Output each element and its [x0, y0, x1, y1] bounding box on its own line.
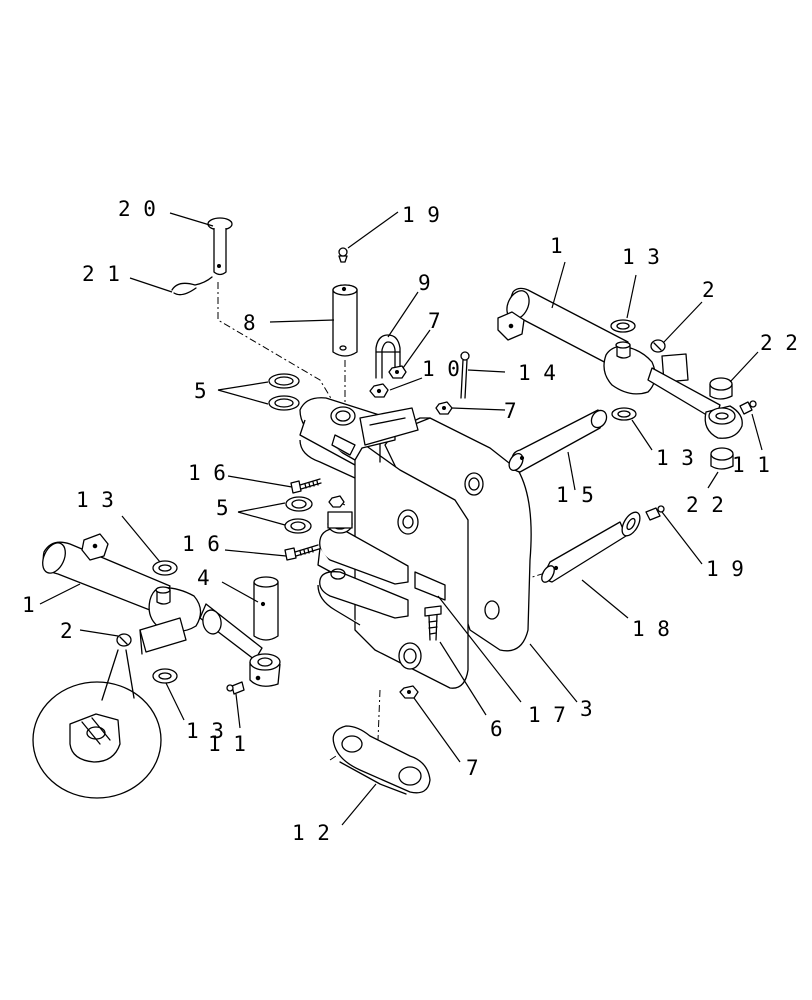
callout-13-left-top: 1 3 — [76, 488, 114, 512]
callout-22-right-bottom: 2 2 — [686, 493, 724, 517]
cotter-pin-part-14 — [460, 351, 470, 399]
callout-11-right: 1 1 — [732, 453, 770, 477]
washer-part-13-right-top — [610, 319, 636, 333]
washers-part-5-top — [268, 373, 300, 411]
callout-3: 3 — [580, 697, 593, 721]
main-frame-part-3 — [354, 417, 532, 689]
leader-lines — [39, 211, 763, 826]
nut-small-center — [328, 495, 345, 508]
pin-part-15 — [508, 409, 608, 473]
pin-part-18 — [541, 511, 641, 583]
bushing-part-22-right-bottom — [710, 447, 734, 470]
callout-8: 8 — [243, 311, 256, 335]
u-bolt-part-9 — [375, 334, 401, 379]
callout-22-right-top: 2 2 — [760, 331, 798, 355]
callout-7-top: 7 — [428, 309, 441, 333]
callout-13-right-bottom: 1 3 — [656, 446, 694, 470]
callout-18: 1 8 — [632, 617, 670, 641]
callout-12: 1 2 — [292, 821, 330, 845]
callout-19-top: 1 9 — [402, 203, 440, 227]
nut-part-7-mid — [435, 401, 453, 415]
pin-part-8 — [332, 284, 358, 357]
fitting-part-2-left — [116, 633, 132, 647]
lower-bracket-plates — [317, 511, 409, 626]
washers-part-5-mid — [284, 496, 313, 534]
callout-1-right: 1 — [550, 234, 563, 258]
fitting-part-11-right — [739, 400, 757, 415]
callout-16-bottom: 1 6 — [182, 532, 220, 556]
nut-part-7-top — [388, 365, 407, 379]
pin-part-20 — [207, 217, 233, 276]
callout-2-left: 2 — [60, 619, 73, 643]
detail-view-circle — [32, 649, 162, 799]
callout-15: 1 5 — [556, 483, 594, 507]
pin-part-4 — [253, 576, 279, 641]
callout-1-left: 1 — [22, 593, 35, 617]
callout-19-right: 1 9 — [706, 557, 744, 581]
bolt-part-16-bottom — [284, 544, 320, 561]
callout-4: 4 — [197, 566, 210, 590]
callout-9: 9 — [418, 271, 431, 295]
bolt-part-6 — [424, 605, 442, 641]
callout-6: 6 — [490, 717, 503, 741]
nut-part-7-bottom — [399, 685, 419, 699]
callout-labels: 2 0 1 9 2 1 8 9 7 1 1 3 2 2 2 5 1 0 1 4 … — [22, 197, 798, 845]
fitting-part-2-right — [650, 339, 666, 353]
callout-17: 1 7 — [528, 703, 566, 727]
callout-14: 1 4 — [518, 361, 556, 385]
callout-5-top: 5 — [194, 379, 207, 403]
cylinder-part-1-right — [497, 287, 743, 439]
upper-bracket-plates — [299, 397, 419, 479]
washer-part-13-left-bottom — [152, 668, 178, 684]
callout-7-mid: 7 — [504, 399, 517, 423]
bolt-part-16-top — [290, 478, 322, 494]
washer-part-13-right-bottom — [611, 407, 637, 421]
grease-fitting-part-19-right — [645, 505, 665, 521]
washer-part-13-left-top — [152, 560, 178, 576]
bushing-part-22-right-top — [709, 377, 733, 400]
callout-7-bottom: 7 — [466, 756, 479, 780]
callout-16-top: 1 6 — [188, 461, 226, 485]
link-plate-part-12 — [332, 725, 431, 795]
callout-2-right: 2 — [702, 278, 715, 302]
callout-20: 2 0 — [118, 197, 156, 221]
callout-10: 1 0 — [422, 357, 460, 381]
cylinder-part-1-left — [42, 533, 281, 687]
callout-13-right-top: 1 3 — [622, 245, 660, 269]
callout-5-mid: 5 — [216, 496, 229, 520]
nut-part-10 — [369, 383, 389, 398]
grease-fitting-top-part-19 — [338, 247, 348, 263]
r-clip-part-21 — [171, 276, 213, 296]
callout-21: 2 1 — [82, 262, 120, 286]
fitting-part-11-left — [226, 681, 245, 695]
callout-13-left-bottom: 1 3 — [186, 719, 224, 743]
callout-11-left: 1 1 — [208, 732, 246, 756]
